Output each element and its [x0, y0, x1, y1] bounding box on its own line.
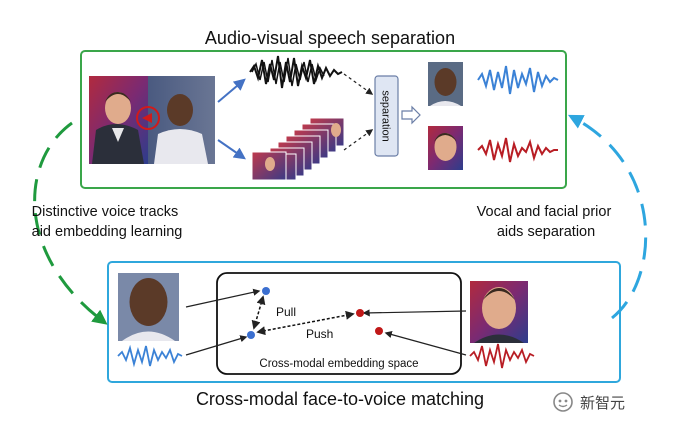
embedding-space-box	[216, 272, 462, 375]
embedding-space-label: Cross-modal embedding space	[259, 358, 418, 370]
separation-module	[374, 75, 399, 157]
watermark-text: 新智元	[580, 393, 626, 412]
pull-label: Pull	[276, 305, 296, 319]
separated-waveform-red	[477, 137, 558, 163]
arrow-audio-to-separation	[343, 73, 374, 95]
matching-waveform-blue	[117, 344, 183, 368]
right-caption: Vocal and facial prior aids separation	[477, 204, 616, 240]
arrow-frames-to-separation	[343, 129, 374, 151]
top-title: Audio-visual speech separation	[205, 28, 455, 48]
right-caption-line-1: Vocal and facial prior	[477, 204, 612, 220]
push-arrow	[256, 310, 355, 336]
bottom-title: Cross-modal face-to-voice matching	[196, 389, 484, 409]
separated-waveform-blue	[477, 65, 559, 95]
arrow-face-to-embedding	[185, 288, 261, 308]
embedding-point-face-red	[356, 309, 364, 317]
matching-face-left	[118, 273, 179, 341]
embedding-point-face-blue	[262, 287, 270, 295]
matching-waveform-red	[469, 343, 535, 369]
input-video-frame	[89, 76, 215, 164]
watermark-logo-icon	[553, 392, 573, 412]
arrow-to-frames	[217, 139, 246, 160]
separation-label: separation	[380, 90, 392, 141]
arrow-to-audio	[217, 78, 246, 103]
matching-face-right	[470, 281, 528, 343]
video-frame-stack	[251, 117, 345, 181]
embedding-point-voice-blue	[247, 331, 255, 339]
left-caption: Distinctive voice tracks aid embedding l…	[32, 204, 183, 240]
mixed-audio-waveform	[249, 55, 343, 89]
arrow-rightface-to-embedding	[362, 309, 467, 317]
separation-output-arrow	[401, 105, 421, 125]
right-feedback-arrow	[568, 114, 648, 320]
left-caption-line-1: Distinctive voice tracks	[32, 204, 179, 220]
pull-arrow	[251, 295, 266, 330]
matching-section-box	[107, 261, 621, 383]
watermark: 新智元	[552, 391, 625, 413]
separation-section-box	[80, 50, 567, 189]
left-caption-line-2: aid embedding learning	[32, 224, 183, 240]
embedding-point-voice-red	[375, 327, 383, 335]
output-face-speaker-1	[428, 126, 463, 170]
output-face-speaker-2	[428, 62, 463, 106]
arrow-voice-to-embedding	[185, 335, 248, 356]
arrow-rightvoice-to-embedding	[384, 331, 467, 356]
right-caption-line-2: aids separation	[497, 224, 595, 240]
push-label: Push	[306, 327, 333, 341]
